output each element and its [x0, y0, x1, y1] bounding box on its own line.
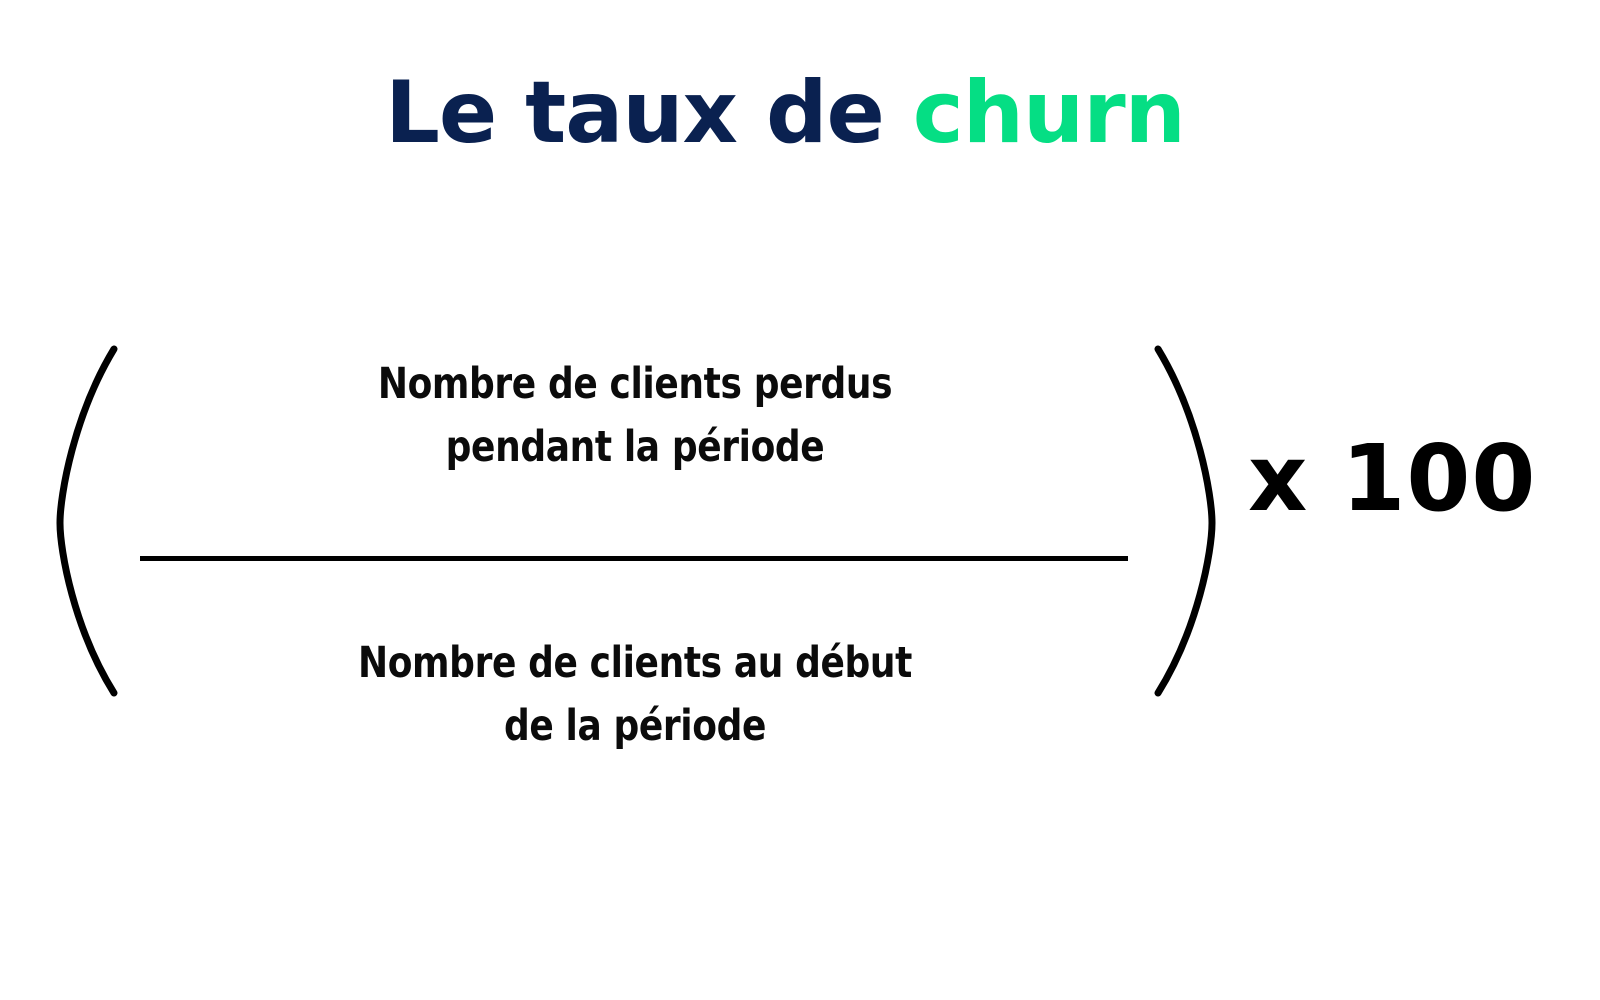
numerator-line-1: Nombre de clients perdus — [377, 359, 893, 409]
denominator-line-1: Nombre de clients au début — [357, 638, 913, 688]
page-title-accent: churn — [912, 63, 1186, 163]
page-title: Le taux de churn — [0, 68, 1570, 158]
fraction-numerator: Nombre de clients perdus pendant la péri… — [140, 353, 1130, 479]
fraction-bar — [140, 556, 1128, 561]
fraction-denominator: Nombre de clients au début de la période — [140, 632, 1130, 758]
page-title-primary: Le taux de — [385, 63, 913, 163]
denominator-line-2: de la période — [503, 701, 767, 751]
numerator-line-2: pendant la période — [445, 422, 825, 472]
fraction: Nombre de clients perdus pendant la péri… — [140, 345, 1130, 751]
multiplier-label: x 100 — [1248, 425, 1537, 532]
